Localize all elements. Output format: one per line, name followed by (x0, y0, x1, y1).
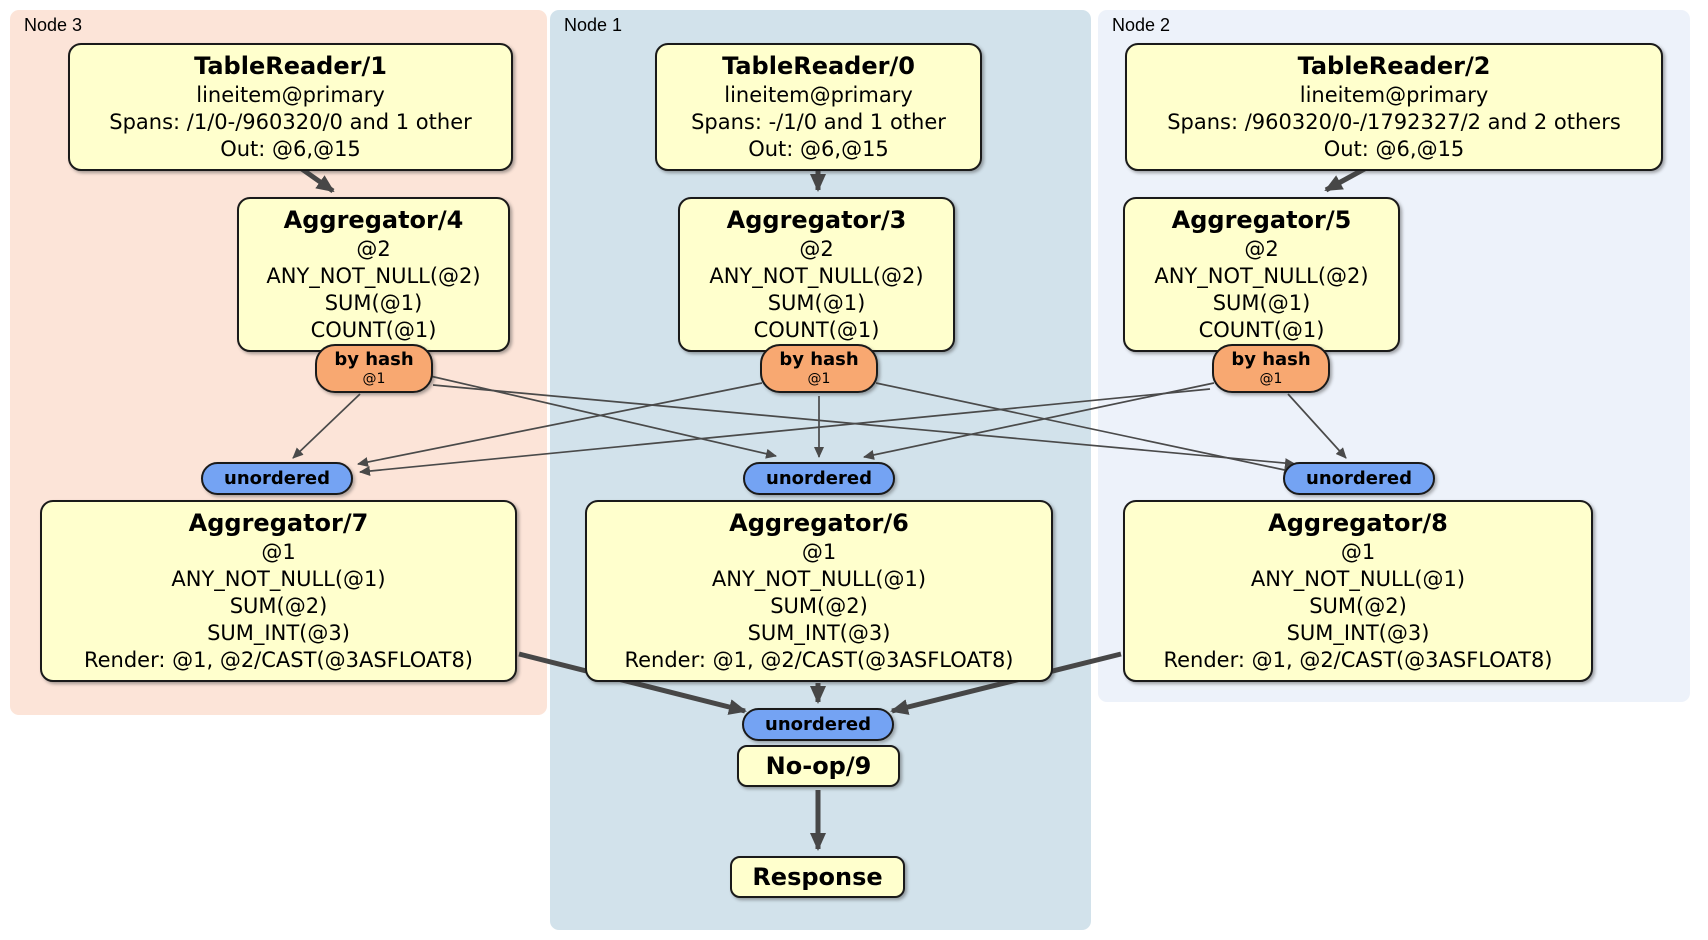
router-by-hash-node1: by hash @1 (760, 344, 878, 393)
processor-line: Render: @1, @2/CAST(@3ASFLOAT8) (624, 648, 1014, 672)
edge-router2-sync2 (1287, 393, 1347, 459)
router-label: by hash (1231, 349, 1311, 370)
processor-aggregator-6: Aggregator/6 @1 ANY_NOT_NULL(@1) SUM(@2)… (585, 500, 1053, 682)
processor-line: ANY_NOT_NULL(@1) (1250, 567, 1466, 591)
edge-router3-sync1 (429, 375, 777, 459)
processor-line: Render: @1, @2/CAST(@3ASFLOAT8) (83, 648, 474, 672)
processor-line: COUNT(@1) (753, 318, 880, 342)
edge-aggregator8-finalsync (890, 651, 1122, 715)
processor-tablereader-0: TableReader/0 lineitem@primary Spans: -/… (655, 43, 982, 171)
sync-unordered-node3: unordered (201, 462, 353, 495)
processor-line: SUM(@2) (770, 594, 868, 618)
processor-title: Aggregator/6 (729, 509, 909, 537)
processor-aggregator-7: Aggregator/7 @1 ANY_NOT_NULL(@1) SUM(@2)… (40, 500, 517, 682)
edge-router1-sync2 (875, 382, 1295, 475)
processor-line: Render: @1, @2/CAST(@3ASFLOAT8) (1163, 648, 1553, 672)
processor-line: Spans: -/1/0 and 1 other (691, 110, 946, 134)
processor-title: TableReader/1 (194, 52, 387, 80)
processor-line: SUM(@2) (1309, 594, 1407, 618)
processor-noop-9: No-op/9 (737, 745, 900, 787)
processor-line: @2 (799, 237, 834, 261)
router-label: by hash (779, 349, 859, 370)
processor-line: SUM(@1) (324, 291, 423, 315)
processor-title: Aggregator/4 (283, 206, 464, 234)
processor-line: SUM_INT(@3) (207, 621, 350, 645)
processor-line: COUNT(@1) (310, 318, 437, 342)
router-by-hash-node3: by hash @1 (315, 344, 433, 393)
edge-router2-sync3 (359, 388, 1211, 477)
processor-line: ANY_NOT_NULL(@1) (711, 567, 927, 591)
processor-title: Aggregator/5 (1171, 206, 1352, 234)
processor-line: ANY_NOT_NULL(@2) (266, 264, 481, 288)
processor-line: Out: @6,@15 (1323, 137, 1465, 161)
processor-title: Aggregator/8 (1268, 509, 1448, 537)
processor-line: ANY_NOT_NULL(@1) (171, 567, 386, 591)
router-by-hash-node2: by hash @1 (1212, 344, 1330, 393)
node-group-label: Node 2 (1112, 15, 1171, 35)
edge-router2-sync1 (863, 382, 1215, 460)
node-group-label: Node 3 (24, 15, 83, 35)
processor-title: Aggregator/3 (726, 206, 907, 234)
edge-router3-sync3 (292, 393, 361, 459)
processor-tablereader-1: TableReader/1 lineitem@primary Spans: /1… (68, 43, 513, 171)
edge-router3-sync2 (432, 384, 1296, 469)
processor-line: SUM(@2) (229, 594, 328, 618)
processor-line: SUM_INT(@3) (1286, 621, 1430, 645)
processor-aggregator-4: Aggregator/4 @2 ANY_NOT_NULL(@2) SUM(@1)… (237, 197, 510, 352)
processor-line: Spans: /960320/0-/1792327/2 and 2 others (1167, 110, 1621, 134)
processor-line: @1 (1340, 540, 1376, 564)
processor-line: SUM_INT(@3) (747, 621, 891, 645)
processor-line: @1 (801, 540, 837, 564)
processor-title: TableReader/2 (1297, 52, 1491, 80)
router-hash-key: @1 (362, 371, 386, 387)
router-label: by hash (334, 349, 414, 370)
sync-unordered-final: unordered (742, 708, 894, 741)
router-hash-key: @1 (807, 371, 831, 387)
sync-unordered-node1: unordered (743, 462, 895, 495)
node-group-label: Node 1 (564, 15, 623, 35)
sync-unordered-node2: unordered (1283, 462, 1435, 495)
processor-response: Response (730, 856, 905, 898)
processor-line: Spans: /1/0-/960320/0 and 1 other (109, 110, 472, 134)
edge-tablereader1-aggregator4 (297, 164, 335, 194)
processor-line: lineitem@primary (1299, 83, 1489, 107)
processor-line: @2 (356, 237, 391, 261)
processor-line: lineitem@primary (196, 83, 385, 107)
processor-line: COUNT(@1) (1198, 318, 1325, 342)
processor-tablereader-2: TableReader/2 lineitem@primary Spans: /9… (1125, 43, 1663, 171)
processor-title: Aggregator/7 (188, 509, 369, 537)
processor-line: ANY_NOT_NULL(@2) (709, 264, 924, 288)
processor-aggregator-5: Aggregator/5 @2 ANY_NOT_NULL(@2) SUM(@1)… (1123, 197, 1400, 352)
router-hash-key: @1 (1259, 371, 1283, 387)
processor-line: ANY_NOT_NULL(@2) (1154, 264, 1369, 288)
processor-line: SUM(@1) (1212, 291, 1311, 315)
processor-line: lineitem@primary (724, 83, 913, 107)
processor-line: SUM(@1) (767, 291, 866, 315)
processor-title: TableReader/0 (722, 52, 915, 80)
processor-aggregator-8: Aggregator/8 @1 ANY_NOT_NULL(@1) SUM(@2)… (1123, 500, 1593, 682)
edge-router1-sync3 (357, 382, 763, 467)
processor-line: Out: @6,@15 (748, 137, 889, 161)
processor-line: @2 (1244, 237, 1279, 261)
processor-line: @1 (261, 540, 296, 564)
processor-line: Out: @6,@15 (220, 137, 361, 161)
edge-aggregator7-finalsync (518, 651, 747, 715)
processor-aggregator-3: Aggregator/3 @2 ANY_NOT_NULL(@2) SUM(@1)… (678, 197, 955, 352)
